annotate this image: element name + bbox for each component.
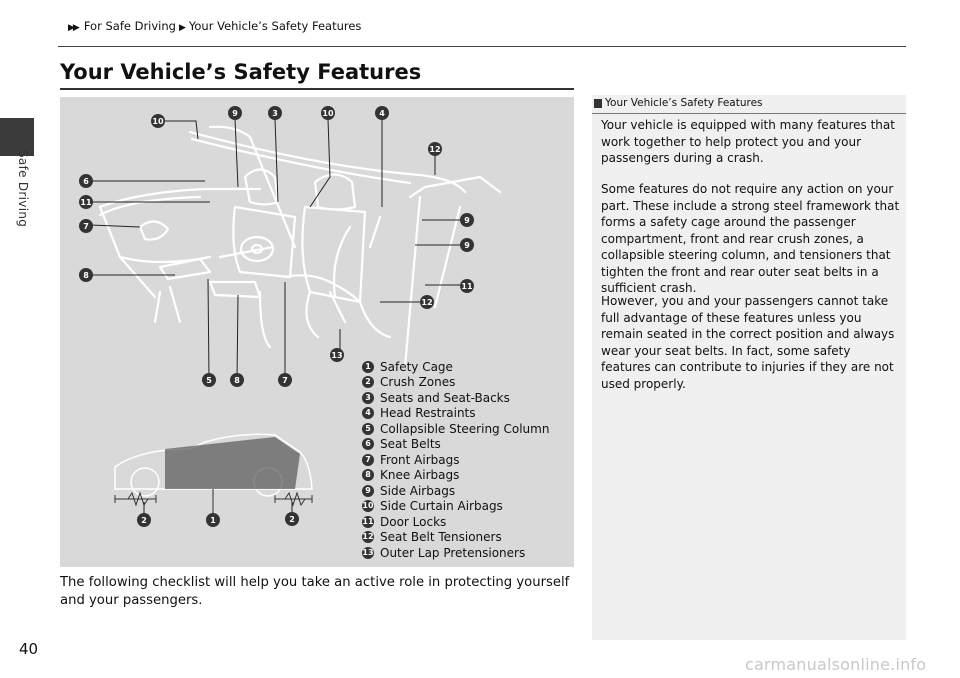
section-label: Safe Driving	[16, 150, 30, 228]
legend-item: 5 Collapsible Steering Column	[362, 421, 549, 437]
callout-8a-label: 8	[83, 271, 89, 280]
breadcrumb-item-safe-driving[interactable]: For Safe Driving	[83, 19, 176, 33]
callout-12a-label: 12	[429, 145, 440, 154]
breadcrumb: ▶▶For Safe Driving▶Your Vehicle’s Safety…	[68, 19, 361, 33]
legend-number: 2	[362, 376, 374, 389]
legend-label: Door Locks	[380, 514, 447, 529]
legend-label: Knee Airbags	[380, 468, 460, 483]
note-paragraph-2: Some features do not require any action …	[601, 182, 900, 295]
callout-10b-label: 10	[322, 109, 334, 118]
breadcrumb-item-safety-features[interactable]: Your Vehicle’s Safety Features	[188, 19, 362, 33]
callout-12b-label: 12	[421, 298, 432, 307]
legend-item: 10 Side Curtain Airbags	[362, 499, 549, 515]
legend-label: Seat Belts	[380, 437, 441, 452]
note-paragraph-3: However, you and your passengers cannot …	[601, 294, 895, 391]
legend-item: 3 Seats and Seat-Backs	[362, 390, 549, 406]
arrow-icon: ▶	[178, 23, 186, 33]
callout-2a-label: 2	[141, 516, 147, 525]
legend-item: 13 Outer Lap Pretensioners	[362, 545, 549, 561]
callout-9b-label: 9	[464, 216, 470, 225]
callout-11b-label: 11	[461, 282, 473, 291]
legend-number: 11	[362, 515, 374, 528]
section-tab	[0, 118, 34, 156]
callout-4-label: 4	[379, 109, 385, 118]
legend-label: Outer Lap Pretensioners	[380, 545, 526, 560]
legend-item: 8 Knee Airbags	[362, 468, 549, 484]
note-heading-text: Your Vehicle’s Safety Features	[605, 97, 763, 109]
page-number: 40	[19, 640, 39, 658]
note-heading: Your Vehicle’s Safety Features	[592, 95, 906, 114]
callout-10a	[151, 114, 165, 128]
header-divider	[58, 46, 906, 47]
figure-legend: 1 Safety Cage 2 Crush Zones 3 Seats and Sea…	[362, 359, 549, 561]
callout-7b-label: 7	[282, 376, 288, 385]
legend-label: Side Curtain Airbags	[380, 499, 503, 514]
legend-number: 5	[362, 422, 374, 435]
note-paragraph-1: Your vehicle is equipped with many featu…	[601, 118, 895, 165]
callout-2b-label: 2	[289, 515, 295, 524]
callout-3-label: 3	[272, 109, 278, 118]
legend-number: 4	[362, 407, 374, 420]
reference-icon	[594, 99, 602, 108]
page-title: Your Vehicle’s Safety Features	[60, 60, 422, 84]
legend-label: Seats and Seat-Backs	[380, 390, 510, 405]
legend-label: Seat Belt Tensioners	[380, 530, 502, 545]
legend-number: 3	[362, 391, 374, 404]
car-interior-drawing: 10 9 3 10 4 12 6 11 7 8 9 9 11	[79, 106, 502, 527]
legend-item: 4 Head Restraints	[362, 406, 549, 422]
watermark: carmanualsonline.info	[745, 655, 927, 674]
legend-label: Crush Zones	[380, 375, 456, 390]
legend-number: 6	[362, 438, 374, 451]
callout-10a-label: 10	[152, 117, 164, 126]
legend-number: 1	[362, 360, 374, 373]
callout-7a-label: 7	[83, 222, 89, 231]
legend-number: 8	[362, 469, 374, 482]
callout-5-label: 5	[206, 376, 212, 385]
note-panel: Your Vehicle’s Safety Features Your vehi…	[592, 95, 906, 640]
legend-label: Front Airbags	[380, 452, 460, 467]
legend-number: 12	[362, 531, 374, 544]
legend-item: 7 Front Airbags	[362, 452, 549, 468]
legend-item: 6 Seat Belts	[362, 437, 549, 453]
callout-13-label: 13	[331, 351, 342, 360]
legend-label: Collapsible Steering Column	[380, 421, 550, 436]
callout-8b-label: 8	[234, 376, 240, 385]
callout-9c-label: 9	[464, 241, 470, 250]
legend-label: Side Airbags	[380, 483, 456, 498]
legend-item: 1 Safety Cage	[362, 359, 549, 375]
legend-item: 12 Seat Belt Tensioners	[362, 530, 549, 546]
body-paragraph: The following checklist will help you ta…	[60, 575, 570, 608]
legend-label: Safety Cage	[380, 359, 453, 374]
callout-11a-label: 11	[80, 198, 92, 207]
legend-number: 9	[362, 484, 374, 497]
legend-item: 2 Crush Zones	[362, 375, 549, 391]
callout-6-label: 6	[83, 177, 89, 186]
legend-number: 13	[362, 546, 374, 559]
double-arrow-icon: ▶▶	[68, 23, 80, 33]
legend-label: Head Restraints	[380, 406, 476, 421]
title-divider	[60, 88, 574, 90]
safety-features-illustration: 10 9 3 10 4 12 6 11 7 8 9 9 11	[60, 97, 574, 567]
legend-item: 11 Door Locks	[362, 514, 549, 530]
legend-number: 10	[362, 500, 374, 513]
legend-number: 7	[362, 453, 374, 466]
callout-1-label: 1	[210, 516, 216, 525]
legend-item: 9 Side Airbags	[362, 483, 549, 499]
callout-9a-label: 9	[232, 109, 238, 118]
